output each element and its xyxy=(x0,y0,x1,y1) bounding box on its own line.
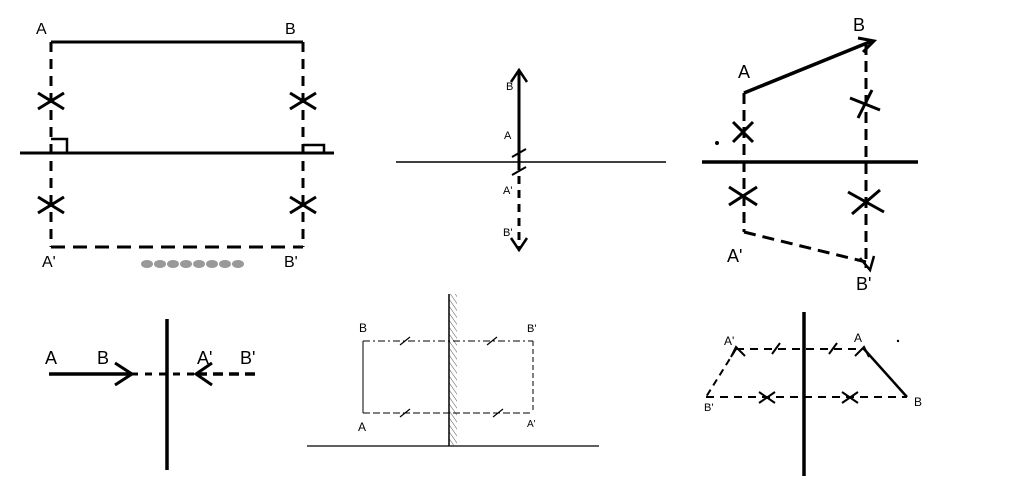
mirror-hatching xyxy=(449,294,457,446)
arrowhead-a xyxy=(854,345,870,358)
label-b-prime: B' xyxy=(284,254,298,271)
label-b: B xyxy=(853,15,865,35)
segment-a-prime-b-prime xyxy=(743,230,867,264)
segment-ab xyxy=(863,348,908,398)
figure-4: A B A' B' xyxy=(45,319,258,470)
right-angle-mark xyxy=(303,143,326,153)
arrowhead-b-prime xyxy=(859,255,876,273)
arrowhead-b-prime xyxy=(509,237,529,253)
label-a-prime: A' xyxy=(42,254,56,271)
figure-1: A B A' B' xyxy=(20,21,334,271)
equal-distance-marks xyxy=(511,148,527,176)
label-b: B xyxy=(285,21,296,38)
label-a: A xyxy=(504,130,512,142)
stray-dot xyxy=(896,339,900,343)
label-b-prime: B' xyxy=(704,402,713,414)
figure-2: B A A' B' xyxy=(396,67,666,253)
right-angle-mark xyxy=(51,137,69,153)
label-a: A xyxy=(36,21,47,38)
stray-dot xyxy=(715,141,719,145)
label-a-prime: A' xyxy=(727,246,742,266)
arrowhead-a-prime xyxy=(193,361,213,387)
figure-3: A B A' B' xyxy=(702,15,918,294)
label-a: A xyxy=(738,62,750,82)
label-b: B xyxy=(914,395,922,409)
label-a: A xyxy=(358,420,366,434)
equal-distance-marks xyxy=(37,91,317,215)
segment-a-prime-b-prime xyxy=(705,348,737,398)
label-b: B xyxy=(97,348,109,368)
equal-distance-marks xyxy=(758,342,859,404)
label-a-prime: A' xyxy=(197,348,212,368)
label-b-prime: B' xyxy=(503,227,512,239)
label-a-prime: A' xyxy=(503,185,512,197)
equal-distance-marks xyxy=(399,336,504,418)
label-b-prime: B' xyxy=(527,323,536,335)
label-a: A xyxy=(854,331,862,345)
label-b-prime: B' xyxy=(240,348,255,368)
figure-5: B B' A A' xyxy=(307,294,599,447)
label-b: B xyxy=(506,81,513,93)
figure-6: A' A B' B xyxy=(704,312,922,476)
arrowhead-a-prime xyxy=(730,345,746,358)
label-a: A xyxy=(45,348,57,368)
label-a-prime: A' xyxy=(724,334,734,348)
label-b-prime: B' xyxy=(856,274,871,294)
equal-distance-marks xyxy=(728,89,885,216)
segment-ab xyxy=(743,39,873,95)
label-b: B xyxy=(359,321,367,335)
arrowhead-b xyxy=(509,67,529,83)
label-a-prime: A' xyxy=(527,419,536,430)
eraser-smudge xyxy=(141,260,244,268)
